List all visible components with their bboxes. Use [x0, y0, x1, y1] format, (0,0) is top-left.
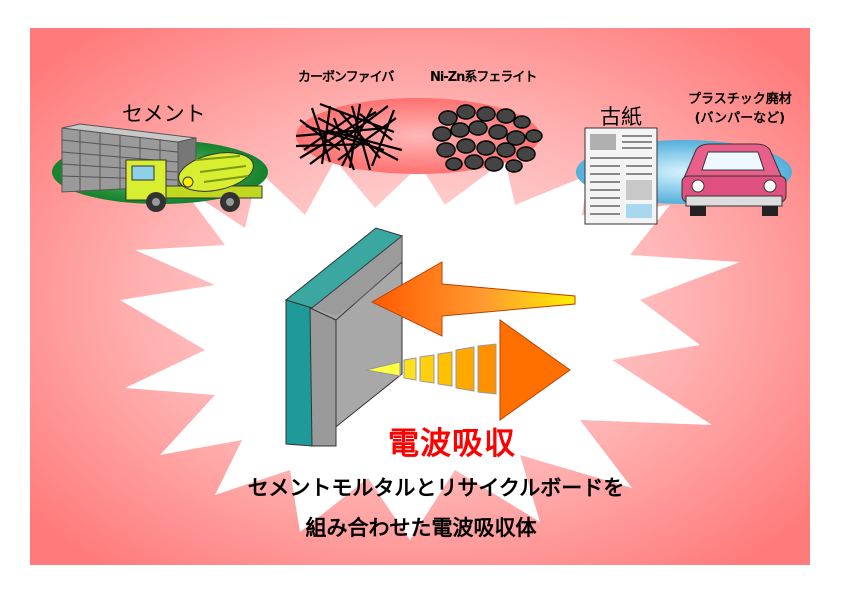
recycle-illustration [576, 127, 792, 225]
incident-wave-arrow [365, 319, 571, 421]
burst-shape [120, 160, 740, 540]
title-wave-absorption: 電波吸収 [388, 426, 516, 462]
label-ferrite: Ni-Zn系フェライト [430, 70, 537, 85]
caption-line-1: セメントモルタルとリサイクルボードを [247, 476, 625, 500]
materials-illustration [295, 98, 543, 174]
caption-line-2: 組み合わせた電波吸収体 [305, 516, 537, 540]
label-old-paper: 古紙 [600, 105, 642, 129]
car-icon [681, 143, 787, 216]
newspaper-icon [584, 127, 658, 225]
label-plastic-line1: プラスチック廃材 [688, 92, 792, 107]
label-plastic-line2: (バンパーなど) [694, 111, 786, 126]
label-carbon-fiber: カーボンファイバ [298, 70, 394, 85]
reflected-wave-arrow [370, 261, 576, 337]
ferrite-icon [432, 104, 543, 173]
absorber-panel [284, 227, 404, 448]
label-plastic-waste: プラスチック廃材 (バンパーなど) [688, 90, 792, 128]
carbon-fiber-icon [295, 102, 403, 171]
label-cement: セメント [122, 102, 206, 126]
cement-illustration [52, 123, 268, 212]
